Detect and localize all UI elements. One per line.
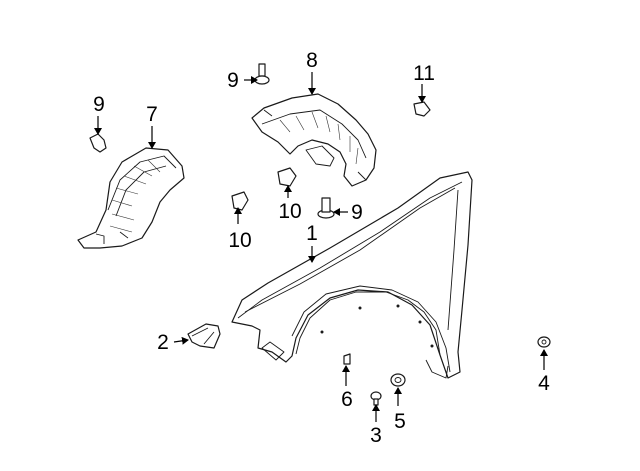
callout-10-mid: 10 <box>278 200 301 223</box>
callout-1: 1 <box>306 222 318 245</box>
bracket <box>187 323 221 349</box>
clip-10-left <box>231 191 249 211</box>
callout-2: 2 <box>157 331 169 354</box>
callout-9-mid: 9 <box>351 201 363 224</box>
clip-10-mid <box>277 167 297 187</box>
bolt-3 <box>370 391 382 406</box>
clip-4 <box>537 336 551 348</box>
callout-3: 3 <box>370 424 382 447</box>
fender-panel <box>231 171 473 379</box>
callout-10-left: 10 <box>228 229 251 252</box>
clip-6 <box>343 353 351 365</box>
fender-liner-top <box>251 93 377 187</box>
leader-lines <box>94 72 548 422</box>
callout-5: 5 <box>394 410 406 433</box>
clip-11 <box>413 101 431 117</box>
callout-6: 6 <box>341 388 353 411</box>
bolt-9-top <box>254 63 270 85</box>
callout-4: 4 <box>538 372 550 395</box>
grommet-5 <box>390 373 406 387</box>
callout-8: 8 <box>306 49 318 72</box>
pushpin-9-mid <box>317 197 335 219</box>
callout-9-left: 9 <box>93 93 105 116</box>
callout-9-top: 9 <box>227 69 239 92</box>
callout-11: 11 <box>413 62 435 85</box>
screw-9-left <box>89 133 107 153</box>
fender-liner-left <box>77 147 185 249</box>
callout-7: 7 <box>146 103 158 126</box>
